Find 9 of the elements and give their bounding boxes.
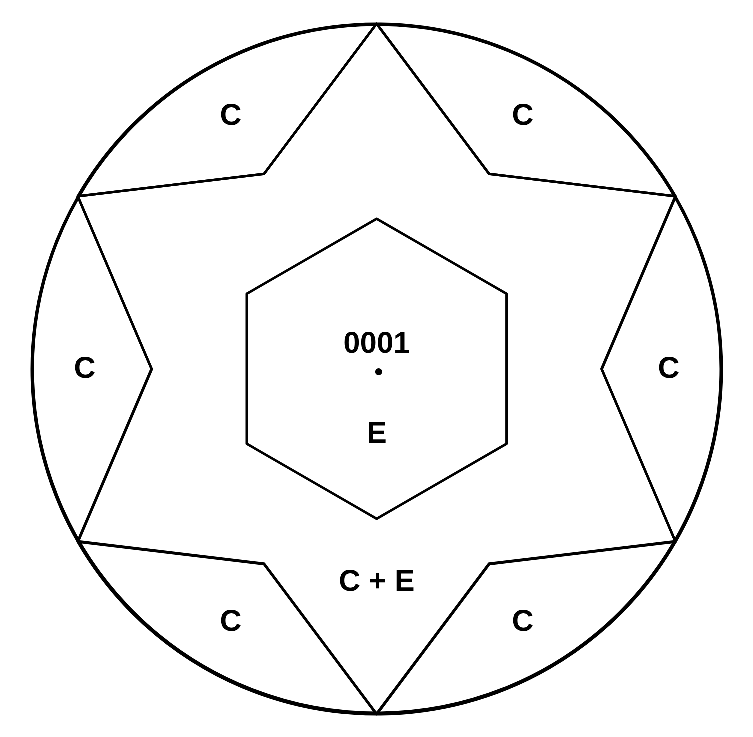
phase-label: C + E (339, 567, 415, 597)
phase-label: E (366, 419, 387, 449)
phase-label: C (74, 354, 96, 384)
phase-label: C (658, 354, 680, 384)
phase-label: 0001 (344, 329, 410, 359)
phase-label: C (512, 101, 534, 132)
phase-label: C (220, 606, 242, 637)
phase-label: C (512, 606, 534, 637)
phase-label: C (220, 101, 242, 132)
